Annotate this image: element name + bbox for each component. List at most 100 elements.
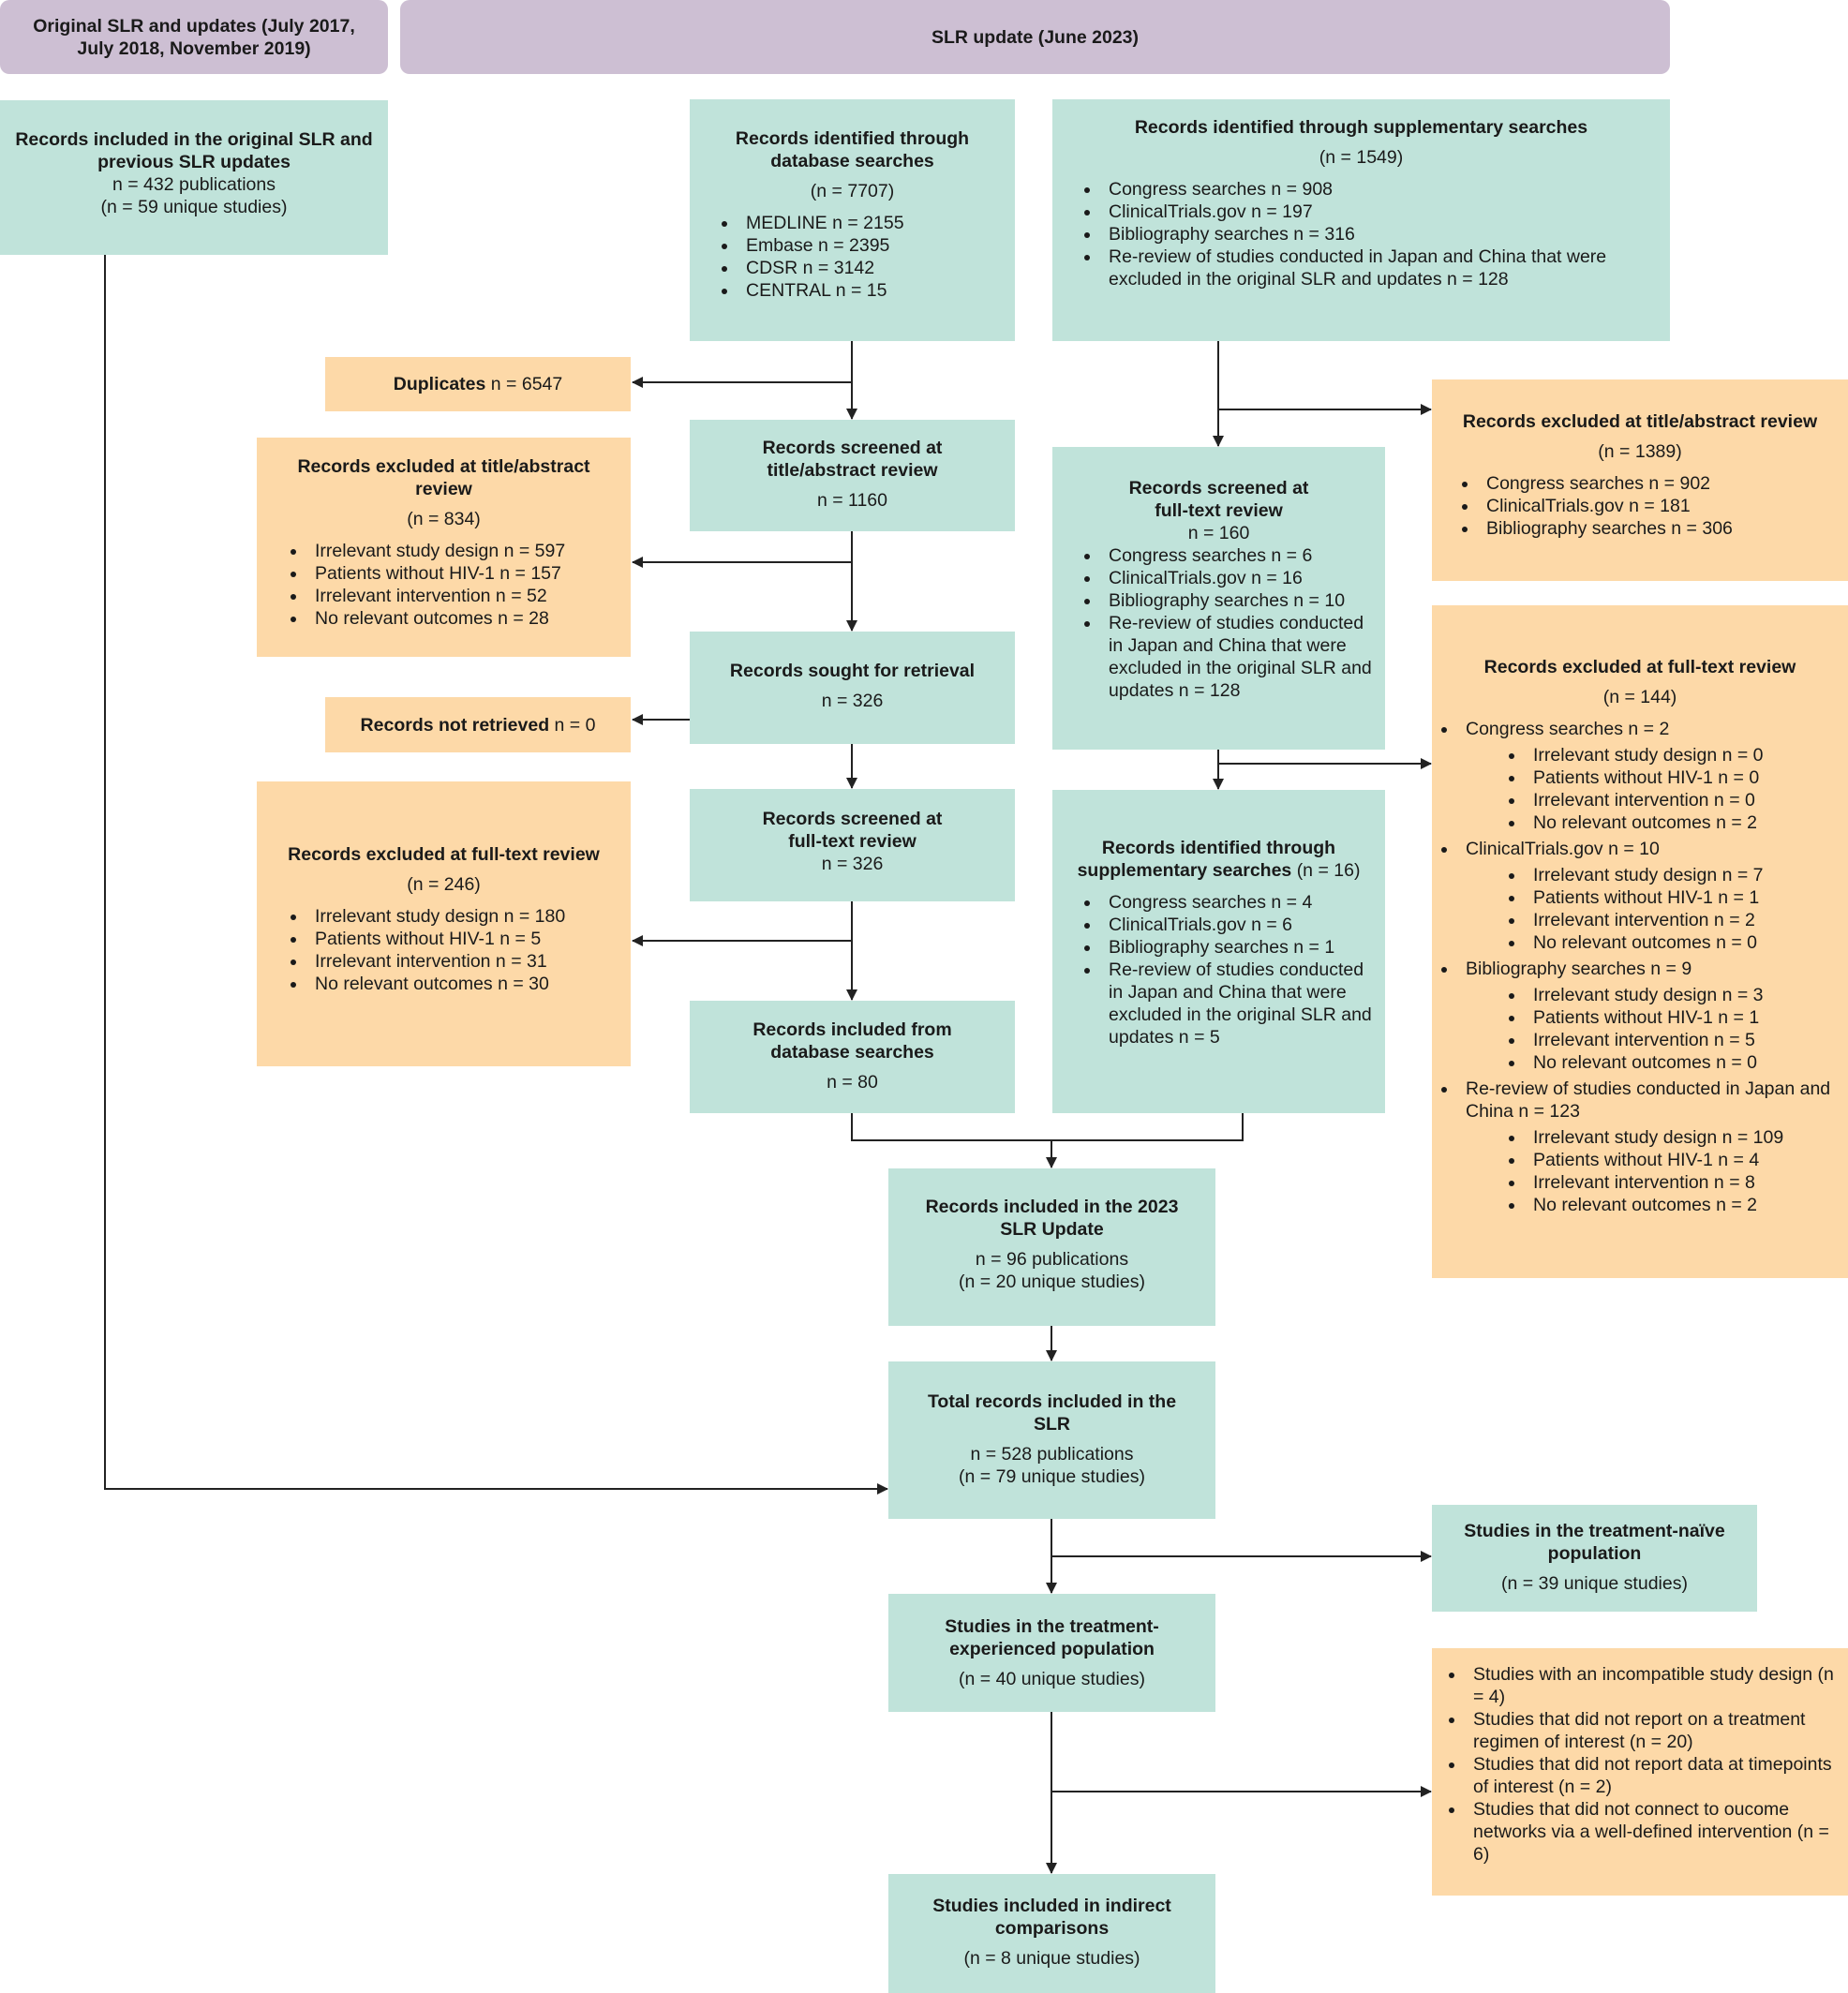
list-item: Irrelevant intervention n = 31 <box>307 950 603 973</box>
update-included-studies: (n = 20 unique studies) <box>959 1272 1145 1292</box>
list-item: CDSR n = 3142 <box>738 257 1002 279</box>
list-item: ClinicalTrials.gov n = 197 <box>1101 201 1638 223</box>
supp-included-count: (n = 16) <box>1296 860 1361 881</box>
db-identified-title: Records identified through database sear… <box>735 128 970 171</box>
supp-included-title: Records identified through supplementary… <box>1077 838 1336 881</box>
header-original-slr: Original SLR and updates (July 2017, Jul… <box>0 0 388 74</box>
supp-identified-box: Records identified through supplementary… <box>1052 99 1670 341</box>
sought-title: Records sought for retrieval <box>729 661 976 681</box>
duplicates-box: Duplicates n = 6547 <box>325 357 631 411</box>
list-item: Irrelevant intervention n = 52 <box>307 585 603 607</box>
total-records-box: Total records included in the SLR n = 52… <box>888 1361 1215 1519</box>
db-excluded-ta-box: Records excluded at title/abstract revie… <box>257 438 631 657</box>
list-item: ClinicalTrials.gov n = 16 <box>1101 567 1372 589</box>
header-slr-update: SLR update (June 2023) <box>400 0 1670 74</box>
group-label: Congress searches n = 2 <box>1466 719 1670 739</box>
list-item: Embase n = 2395 <box>738 234 1002 257</box>
experienced-title: Studies in the treatment-experienced pop… <box>945 1616 1159 1659</box>
sought-retrieval-box: Records sought for retrieval n = 326 <box>690 632 1015 744</box>
list-item: No relevant outcomes n = 28 <box>307 607 603 630</box>
list-item: Studies that did not report on a treatme… <box>1466 1708 1835 1753</box>
naive-title: Studies in the treatment-naïve populatio… <box>1464 1521 1725 1564</box>
supp-excluded-ft-title: Records excluded at full-text review <box>1483 657 1796 677</box>
list-item: Bibliography searches n = 306 <box>1479 517 1835 540</box>
db-included-count: n = 80 <box>827 1072 878 1093</box>
list-item: Bibliography searches n = 9 Irrelevant s… <box>1458 958 1839 1074</box>
supp-excluded-ft-count: (n = 144) <box>1602 687 1677 707</box>
list-item: No relevant outcomes n = 0 <box>1526 1051 1839 1074</box>
list-item: Irrelevant intervention n = 8 <box>1526 1171 1839 1194</box>
update-included-publications: n = 96 publications <box>975 1249 1129 1270</box>
supp-excluded-ta-title: Records excluded at title/abstract revie… <box>1462 411 1818 432</box>
db-included-box: Records included from database searches … <box>690 1001 1015 1113</box>
total-publications: n = 528 publications <box>970 1444 1134 1465</box>
list-item: Patients without HIV-1 n = 5 <box>307 928 603 950</box>
header-update-label: SLR update (June 2023) <box>931 26 1140 48</box>
db-screened-ta-count: n = 1160 <box>816 490 887 511</box>
original-title: Records included in the original SLR and… <box>15 129 373 172</box>
supp-excluded-ta-list: Congress searches n = 902 ClinicalTrials… <box>1445 472 1835 540</box>
db-identified-count: (n = 7707) <box>810 181 895 201</box>
db-excluded-ta-title: Records excluded at title/abstract revie… <box>297 456 590 499</box>
db-excluded-ta-list: Irrelevant study design n = 597 Patients… <box>285 540 603 630</box>
list-item: Patients without HIV-1 n = 0 <box>1526 766 1839 789</box>
final-excluded-box: Studies with an incompatible study desig… <box>1432 1648 1848 1896</box>
db-screened-ta-title: Records screened at title/abstract revie… <box>762 438 943 481</box>
original-records-box: Records included in the original SLR and… <box>0 100 388 255</box>
supp-screened-ft-count: n = 160 <box>1187 523 1250 543</box>
supp-identified-count: (n = 1549) <box>1319 147 1404 168</box>
not-retrieved-count: n = 0 <box>554 714 596 736</box>
list-item: Patients without HIV-1 n = 157 <box>307 562 603 585</box>
list-item: Studies that did not report data at time… <box>1466 1753 1835 1798</box>
original-studies: (n = 59 unique studies) <box>100 197 288 217</box>
treatment-experienced-box: Studies in the treatment-experienced pop… <box>888 1594 1215 1712</box>
list-item: Re-review of studies conducted in Japan … <box>1101 612 1372 702</box>
list-item: ClinicalTrials.gov n = 6 <box>1101 914 1372 936</box>
experienced-count: (n = 40 unique studies) <box>959 1669 1145 1689</box>
list-item: Re-review of studies conducted in Japan … <box>1101 959 1372 1049</box>
supp-screened-ft-box: Records screened at full-text review n =… <box>1052 447 1385 750</box>
list-item: Congress searches n = 6 <box>1101 544 1372 567</box>
supp-identified-title: Records identified through supplementary… <box>1134 117 1588 138</box>
sought-count: n = 326 <box>821 691 884 711</box>
db-excluded-ta-count: (n = 834) <box>407 509 481 529</box>
list-item: Patients without HIV-1 n = 1 <box>1526 1006 1839 1029</box>
supp-included-list: Congress searches n = 4 ClinicalTrials.g… <box>1066 891 1372 1049</box>
db-excluded-ft-title: Records excluded at full-text review <box>288 844 600 865</box>
indirect-title: Studies included in indirect comparisons <box>932 1896 1171 1939</box>
list-item: No relevant outcomes n = 0 <box>1526 931 1839 954</box>
list-item: Irrelevant study design n = 597 <box>307 540 603 562</box>
list-item: Irrelevant intervention n = 0 <box>1526 789 1839 811</box>
list-item: Irrelevant study design n = 180 <box>307 905 603 928</box>
naive-count: (n = 39 unique studies) <box>1501 1573 1688 1594</box>
supp-excluded-ft-groups: Congress searches n = 2 Irrelevant study… <box>1432 718 1848 1216</box>
supp-included-heading: Records identified through supplementary… <box>1066 837 1372 882</box>
list-item: Congress searches n = 908 <box>1101 178 1638 201</box>
list-item: Irrelevant study design n = 109 <box>1526 1126 1839 1149</box>
list-item: Patients without HIV-1 n = 4 <box>1526 1149 1839 1171</box>
indirect-comparisons-box: Studies included in indirect comparisons… <box>888 1874 1215 1993</box>
supp-excluded-ft-box: Records excluded at full-text review (n … <box>1432 605 1848 1278</box>
list-item: Studies with an incompatible study desig… <box>1466 1663 1835 1708</box>
list-item: Irrelevant intervention n = 5 <box>1526 1029 1839 1051</box>
duplicates-label: Duplicates <box>393 374 486 394</box>
supp-excluded-ta-box: Records excluded at title/abstract revie… <box>1432 379 1848 581</box>
group-label: ClinicalTrials.gov n = 10 <box>1466 839 1660 859</box>
list-item: Patients without HIV-1 n = 1 <box>1526 886 1839 909</box>
db-identified-box: Records identified through database sear… <box>690 99 1015 341</box>
indirect-count: (n = 8 unique studies) <box>963 1948 1140 1969</box>
list-item: Bibliography searches n = 316 <box>1101 223 1638 245</box>
group-label: Bibliography searches n = 9 <box>1466 959 1692 979</box>
list-item: Irrelevant study design n = 7 <box>1526 864 1839 886</box>
supp-screened-ft-title: Records screened at full-text review <box>1128 478 1309 521</box>
supp-excluded-ta-count: (n = 1389) <box>1598 441 1682 462</box>
original-publications: n = 432 publications <box>112 174 276 195</box>
list-item: Irrelevant intervention n = 2 <box>1526 909 1839 931</box>
list-item: Irrelevant study design n = 3 <box>1526 984 1839 1006</box>
list-item: ClinicalTrials.gov n = 181 <box>1479 495 1835 517</box>
group-label: Re-review of studies conducted in Japan … <box>1466 1078 1831 1122</box>
db-excluded-ft-box: Records excluded at full-text review (n … <box>257 781 631 1066</box>
db-excluded-ft-list: Irrelevant study design n = 180 Patients… <box>285 905 603 995</box>
list-item: No relevant outcomes n = 2 <box>1526 811 1839 834</box>
header-original-label: Original SLR and updates (July 2017, Jul… <box>33 15 355 59</box>
